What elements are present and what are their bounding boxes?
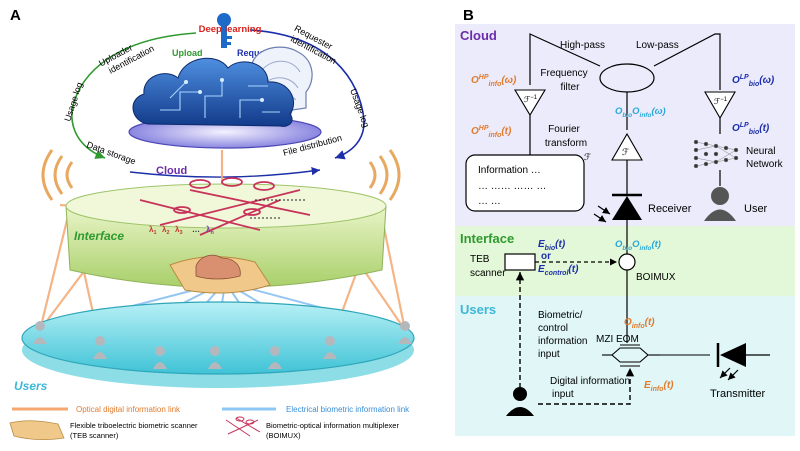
panel-a-label: A [10, 7, 21, 24]
ohp-omega-label: OHPinfo(ω) [471, 74, 517, 88]
users-section-label: Users [460, 302, 496, 317]
upload-cycle-arrow [71, 32, 197, 159]
usage-log-right-label: Usage log [348, 87, 371, 129]
receiver-diode-icon [593, 193, 642, 223]
biometric-label-1: Biometric/ [538, 310, 583, 321]
uploader-identification-label: Uploader identification [97, 42, 156, 75]
obio-oinfo-omega-label: ObioOinfo(ω) [615, 106, 666, 119]
receiver-label: Receiver [648, 203, 692, 215]
svg-text:λ2: λ2 [162, 225, 170, 236]
information-box [465, 154, 585, 212]
legend-teb-icon [9, 420, 65, 440]
users-disc [21, 301, 415, 388]
legend: Optical digital information link Electri… [9, 405, 410, 440]
digital-input-label-1: Digital information [550, 376, 630, 387]
interface-section-label: Interface [460, 231, 514, 246]
frequency-filter-label-2: filter [561, 82, 581, 93]
fourier-label-1: Fourier [548, 124, 580, 135]
fourier-symbol: ℱ [584, 152, 591, 162]
neural-network-label-1: Neural [746, 146, 775, 157]
panel-b-label: B [463, 7, 474, 24]
information-line-1: Information … [478, 165, 541, 176]
inverse-fourier-right [704, 91, 736, 120]
teb-scanner-hand-icon [169, 254, 271, 294]
mzi-eom-icon [602, 344, 710, 367]
interface-cylinder [65, 183, 387, 288]
frequency-filter-label-1: Frequency [540, 68, 587, 79]
signal-right-icon [368, 149, 401, 201]
svg-text:λ3: λ3 [175, 225, 183, 236]
svg-text:ℱ−1: ℱ−1 [524, 95, 538, 104]
users-layer-label: Users [14, 379, 48, 393]
wavelength-labels: λ1 λ2 λ3 … λn [149, 225, 214, 236]
legend-boimux-line1: Biometric-optical information multiplexe… [266, 421, 399, 430]
key-icon [217, 13, 232, 48]
neural-network-label-2: Network [746, 159, 784, 170]
fourier-label-2: transform [545, 138, 587, 149]
data-storage-label: Data storage [85, 139, 137, 166]
usage-log-left-label: Usage log [62, 81, 84, 123]
cloud-user-label: User [744, 203, 768, 215]
information-line-2: … …… …… … [478, 181, 546, 192]
panel-b: B Cloud Interface Users High-pass Low-pa… [455, 7, 795, 436]
econtrol-label: Econtrol(t) [538, 264, 579, 277]
teb-scanner-box [504, 253, 536, 271]
oinfo-label: Oinfo(t) [624, 317, 655, 330]
boimux-node [618, 253, 636, 271]
olp-omega-label: OLPbio(ω) [732, 74, 775, 88]
teb-scanner-label-2: scanner [470, 268, 506, 279]
or-label: or [541, 251, 551, 262]
filter-paths [529, 33, 721, 90]
cloud-icon [128, 57, 322, 149]
legend-boimux-line2: (BOIMUX) [266, 431, 301, 440]
biometric-label-4: input [538, 349, 560, 360]
deep-learning-label: Deep learning [199, 24, 262, 35]
user-figures [33, 321, 412, 369]
svg-text:λ1: λ1 [149, 225, 157, 236]
request-label: Request [237, 48, 273, 58]
inverse-fourier-left [514, 89, 546, 117]
cloud-layer-label: Cloud [156, 165, 187, 177]
legend-teb-line1: Flexible triboelectric biometric scanner [70, 421, 198, 430]
svg-text:ℱ−1: ℱ−1 [714, 97, 728, 106]
einfo-label: Einfo(t) [644, 380, 674, 393]
legend-boimux-icon [225, 416, 261, 437]
mzi-eom-label: MZI EOM [596, 334, 639, 345]
boimux-label: BOIMUX [636, 272, 676, 283]
request-cycle-arrow [249, 29, 365, 160]
boimux-lattice [139, 177, 311, 236]
upload-label: Upload [172, 48, 203, 58]
biometric-label-3: information [538, 336, 587, 347]
svg-text:…: … [192, 225, 200, 234]
high-pass-label: High-pass [560, 40, 605, 51]
cloud-section-label: Cloud [460, 28, 497, 43]
bottom-user-icon [506, 387, 534, 416]
ebio-label: Ebio(t) [538, 239, 566, 252]
obio-oinfo-t-label: ObioOinfo(t) [615, 239, 661, 252]
interface-layer-label: Interface [74, 229, 124, 243]
legend-optical-label: Optical digital information link [76, 405, 181, 414]
transmitter-label: Transmitter [710, 388, 766, 400]
digital-input-link [538, 368, 635, 405]
svg-text:ℱ: ℱ [622, 147, 629, 157]
legend-electrical-label: Electrical biometric information link [286, 405, 410, 414]
teb-scanner-label-1: TEB [470, 254, 490, 265]
signal-left-icon [41, 149, 74, 201]
digital-input-label-2: input [552, 389, 574, 400]
distribution-arrow [129, 166, 321, 178]
low-pass-label: Low-pass [636, 40, 679, 51]
cloud-user-icon [704, 187, 736, 221]
olp-t-label: OLPbio(t) [732, 122, 770, 136]
transmitter-diode-icon [716, 343, 770, 381]
svg-text:λn: λn [206, 225, 214, 236]
neural-network-icon [693, 139, 739, 169]
panel-a: A Deep learning Upload Request Uploader … [9, 7, 415, 440]
ohp-t-label: OHPinfo(t) [471, 125, 512, 139]
legend-teb-line2: (TEB scanner) [70, 431, 119, 440]
information-line-3: … … [478, 196, 501, 207]
biometric-label-2: control [538, 323, 568, 334]
